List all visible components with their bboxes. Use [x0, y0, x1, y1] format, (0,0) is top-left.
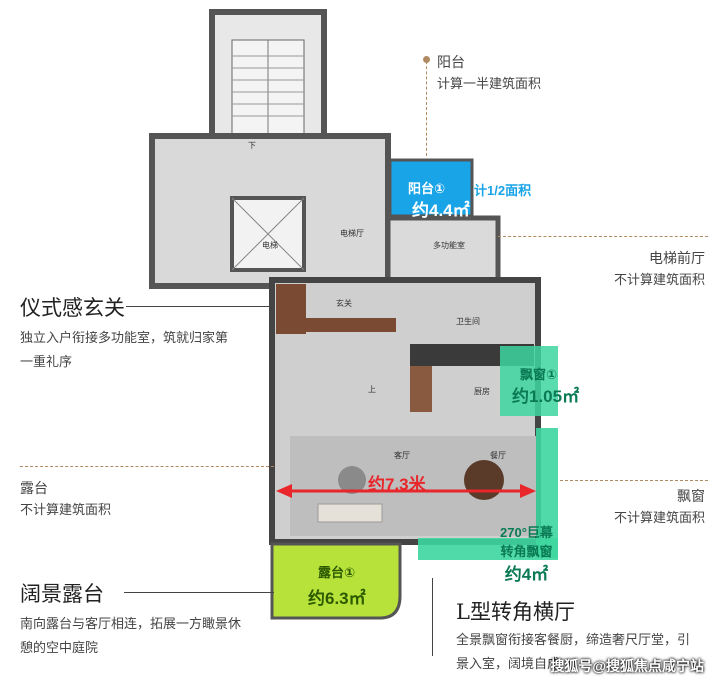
elevator-hall-desc: 不计算建筑面积 [614, 272, 706, 287]
bay-window-annotation: 飘窗 不计算建筑面积 [614, 486, 705, 530]
room-label-elevator-hall: 电梯厅 [340, 229, 364, 238]
terrace-note-title: 露台 [20, 480, 48, 496]
room-label-elevator: 电梯 [262, 241, 278, 250]
room-label-bath: 卫生间 [456, 317, 480, 326]
terrace-note-leader [20, 466, 274, 467]
hall-feature-desc-1: 全景飘窗衔接客餐厨，缔造奢尺厅堂，引 [456, 632, 691, 647]
room-label-dining: 餐厅 [490, 451, 506, 460]
balcony-leader [426, 56, 427, 156]
hall-feature-leader [432, 578, 433, 656]
foyer-title: 仪式感玄关 [20, 296, 125, 320]
bay-small-area: 约1.05㎡ [512, 387, 580, 406]
bay-small-tag: 飘窗① [520, 367, 558, 382]
dining-table [464, 460, 504, 500]
elevator-shaft [230, 196, 306, 272]
room-label-down: 下 [248, 141, 256, 150]
balcony-tag: 阳台① [408, 178, 445, 198]
terrace-feature-desc-2: 憩的空中庭院 [20, 640, 99, 655]
balcony-tag-circle: ① [434, 181, 446, 196]
terrace-note-annotation: 露台 不计算建筑面积 [20, 478, 111, 522]
hall-feature-annotation: L型转角横厅 全景飘窗衔接客餐厨，缔造奢尺厅堂，引 景入室，阔境自成 [456, 596, 690, 676]
bay-window-desc: 不计算建筑面积 [614, 510, 706, 525]
hall-feature-title: L型转角横厅 [456, 600, 575, 624]
hall-feature-desc-2: 景入室，阔境自成 [456, 656, 561, 671]
stair-tower [209, 9, 327, 143]
balcony-note: 计1/2面积 [474, 183, 532, 198]
terrace-feature-title: 阔景露台 [20, 582, 104, 606]
terrace-note-desc: 不计算建筑面积 [20, 502, 112, 517]
sofa [317, 503, 383, 523]
balcony-desc: 计算一半建筑面积 [437, 76, 542, 91]
balcony-annotation: 阳台 计算一半建筑面积 [437, 52, 541, 96]
elevator-hall-annotation: 电梯前厅 不计算建筑面积 [614, 248, 705, 292]
terrace-area-tag: 约6.3㎡ [308, 589, 366, 608]
room-label-up: 上 [368, 385, 376, 394]
foyer-desc-2: 一重礼序 [20, 354, 73, 369]
balcony-area-tag: 约4.4㎡ [412, 201, 470, 220]
foyer-annotation: 仪式感玄关 独立入户衔接多功能室，筑就归家第 一重礼序 [20, 292, 228, 374]
foyer-desc-1: 独立入户衔接多功能室，筑就归家第 [20, 330, 229, 345]
width-label: 约7.3米 [368, 475, 426, 494]
bay-window-title: 飘窗 [677, 488, 706, 504]
balcony-title: 阳台 [437, 54, 465, 70]
foyer-leader [126, 306, 274, 307]
terrace-area [270, 542, 402, 620]
watermark: 搜狐号@搜狐焦点咸宁站 [550, 658, 704, 674]
balcony-dot [423, 56, 430, 63]
room-label-kitchen: 厨房 [474, 387, 490, 396]
terrace-feature-annotation: 阔景露台 南向露台与客厅相连，拓展一方瞰景休 憩的空中庭院 [20, 578, 241, 660]
elevator-hall-title: 电梯前厅 [649, 250, 706, 266]
corner-bay-window [536, 428, 558, 558]
room-label-foyer: 玄关 [336, 299, 352, 308]
balcony-tag-name: 阳台 [408, 181, 435, 196]
corner-window-tag: 270°巨幕 转角飘窗 约4㎡ [500, 525, 553, 584]
terrace-tag: 露台① [318, 565, 356, 580]
width-arrow [276, 484, 536, 498]
terrace-feature-desc-1: 南向露台与客厅相连，拓展一方瞰景休 [20, 616, 242, 631]
terrace-feature-leader [124, 592, 274, 593]
elevator-hall-leader [498, 236, 708, 237]
room-label-living: 客厅 [394, 451, 410, 460]
bay-window-leader [560, 480, 708, 481]
bay-window-small [500, 346, 558, 416]
room-label-multi-room: 多功能室 [433, 241, 465, 250]
foyer-floor [276, 284, 306, 334]
